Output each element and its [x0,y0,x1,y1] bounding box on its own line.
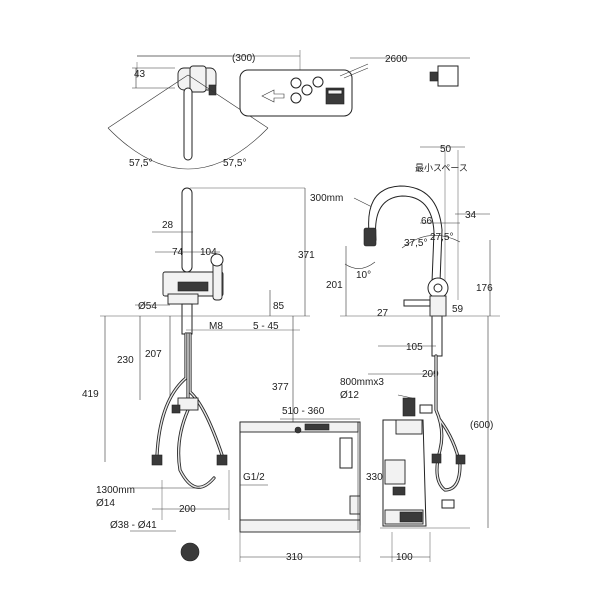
dim-201: 201 [326,280,343,291]
dim-104: 104 [200,247,217,258]
dim-510-360: 510 - 360 [282,406,325,417]
g12-label: G1/2 [243,472,265,483]
dim-12: Ø12 [340,390,359,401]
dim-207: 207 [145,349,162,360]
dim-200: 200 [179,504,196,515]
dim-50: 50 [440,144,452,155]
dim-59: 59 [452,304,464,315]
dim-330: 330 [366,472,383,483]
dim-600-paren: (600) [470,420,493,431]
dim-100: 100 [396,552,413,563]
front-view-left: 28 74 104 Ø54 M8 5 - 45 85 371 377 230 2… [82,187,315,562]
dim-85: 85 [273,301,285,312]
m8-label: M8 [209,321,223,332]
dim-230: 230 [117,355,134,366]
dim-34: 34 [465,210,477,221]
dim-2600: 2600 [385,54,408,65]
angle-left: 57,5° [129,158,152,169]
dim-54: Ø54 [138,301,157,312]
angle-10: 10° [356,270,371,281]
dim-300mm: 300mm [310,193,343,204]
dim-5-45: 5 - 45 [253,321,279,332]
angle-37-5: 37,5° [404,238,427,249]
dim-43: 43 [134,69,146,80]
side-unit-view: 100 800mmx3 Ø12 [340,377,433,563]
dim-176: 176 [476,283,493,294]
dim-371: 371 [298,250,315,261]
dim-27: 27 [377,308,389,319]
dim-310: 310 [286,552,303,563]
dim-28: 28 [162,220,174,231]
angle-right: 57,5° [223,158,246,169]
dim-14: Ø14 [96,498,115,509]
dim-300-paren: (300) [232,53,255,64]
dim-800mmx3: 800mmx3 [340,377,384,388]
dim-209: 209 [422,369,439,380]
side-faucet-view: 50 最小スペース 300mm 66 34 37,5° 27,5° 10° 20… [310,144,500,529]
control-box-view: 2600 [239,54,470,117]
top-plan-view: (300) 43 57,5° 57,5° [107,50,301,170]
dim-105: 105 [406,342,423,353]
dim-66: 66 [421,216,433,227]
dim-1300mm: 1300mm [96,485,135,496]
dim-74: 74 [172,247,184,258]
chiller-unit-view: 510 - 360 G1/2 330 310 [239,406,383,563]
dim-377: 377 [272,382,289,393]
angle-27-5: 27,5° [430,232,453,243]
min-space-label: 最小スペース [415,163,468,174]
dim-38-41: Ø38 - Ø41 [110,520,157,531]
dim-419: 419 [82,389,99,400]
